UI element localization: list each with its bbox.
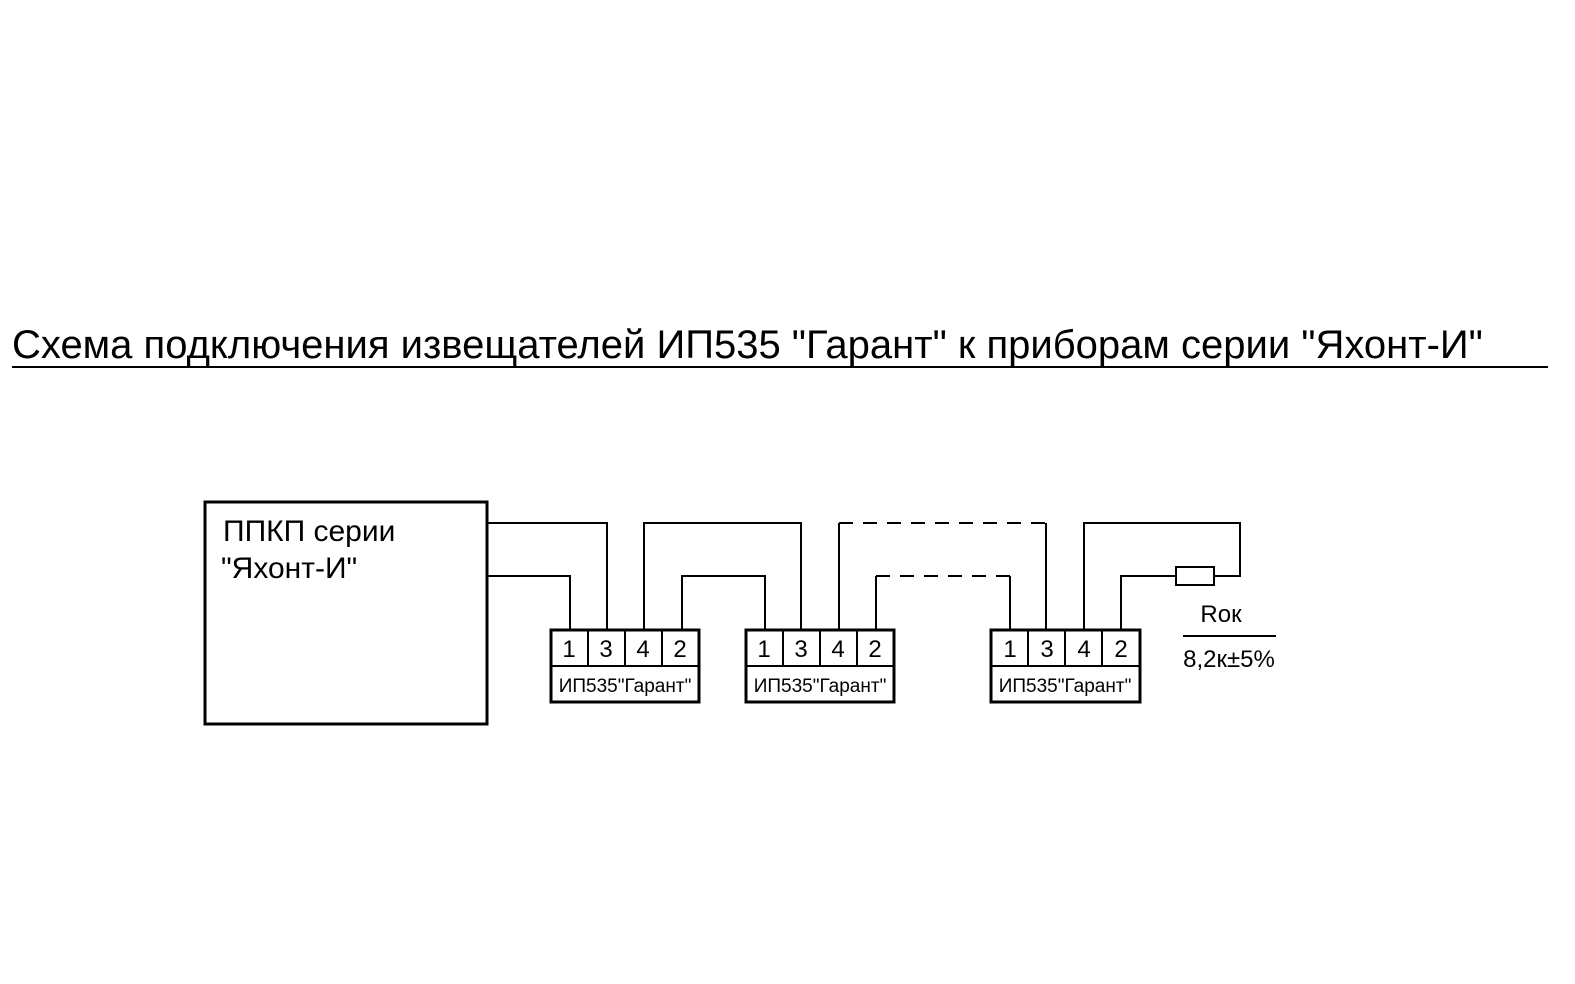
detector-3-terminal-4: 4: [1077, 636, 1090, 663]
detector-2-terminal-2: 2: [868, 636, 881, 663]
detector-1: 1 3 4 2 ИП535"Гарант": [549, 628, 701, 704]
resistor-value: 8,2к±5%: [1183, 646, 1275, 673]
control-panel-label-line2: "Яхонт-И": [221, 552, 357, 585]
resistor-label: Rок: [1200, 601, 1242, 628]
detector-2-terminal-4: 4: [831, 636, 844, 663]
detector-1-terminal-2: 2: [673, 636, 686, 663]
wire-d3-t2-to-resistor: [1120, 575, 1176, 630]
detector-2-terminal-1: 1: [757, 636, 770, 663]
wire-d3-t4-to-resistor: [1083, 522, 1241, 630]
detector-3-name: ИП535"Гарант": [999, 676, 1132, 697]
control-panel: ППКП серии "Яхонт-И": [203, 500, 489, 726]
wire-d1-t4-to-d2-t3: [643, 522, 802, 630]
detector-3: 1 3 4 2 ИП535"Гарант": [989, 628, 1142, 704]
wire-panel-to-d1-t1: [487, 575, 571, 630]
detector-1-name: ИП535"Гарант": [559, 676, 692, 697]
detector-1-terminal-1: 1: [562, 636, 575, 663]
detector-3-terminal-2: 2: [1114, 636, 1127, 663]
detector-1-terminal-4: 4: [636, 636, 649, 663]
wiring: [487, 522, 1241, 630]
detector-3-terminal-3: 3: [1040, 636, 1053, 663]
wire-panel-to-d1-t3: [487, 522, 608, 630]
diagram-title: Схема подключения извещателей ИП535 "Гар…: [12, 323, 1483, 367]
resistor-body: [1175, 566, 1215, 586]
control-panel-label-line1: ППКП серии: [223, 515, 395, 548]
detector-2-terminal-3: 3: [794, 636, 807, 663]
detector-2: 1 3 4 2 ИП535"Гарант": [744, 628, 896, 704]
detector-1-terminal-3: 3: [599, 636, 612, 663]
wire-d1-t2-to-d2-t1: [681, 575, 766, 630]
control-panel-box: [203, 500, 489, 726]
detector-3-terminal-1: 1: [1003, 636, 1016, 663]
detector-2-name: ИП535"Гарант": [754, 676, 887, 697]
end-of-line-resistor: Rок 8,2к±5%: [1175, 566, 1276, 673]
